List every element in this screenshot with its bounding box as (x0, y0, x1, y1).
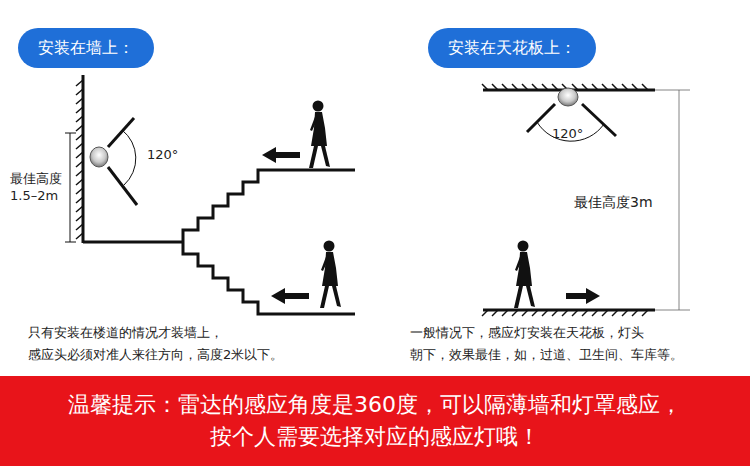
text-line: 朝下，效果最佳，如，过道、卫生间、车库等。 (410, 344, 683, 366)
text-line: 最佳高度 (10, 170, 62, 187)
text-line: 只有安装在楼道的情况才装墙上， (28, 322, 283, 344)
text-line: 感应头必须对准人来往方向，高度2米以下。 (28, 344, 283, 366)
caption: 一般情况下，感应灯安装在天花板，灯头 朝下，效果最佳，如，过道、卫生间、车库等。 (410, 322, 683, 366)
height-label: 最佳高度 1.5–2m (10, 170, 62, 204)
tip-band: 温馨提示：雷达的感应角度是360度，可以隔薄墙和灯罩感应， 按个人需要选择对应的… (0, 376, 750, 466)
header-text: 安装在天花板上： (448, 38, 576, 58)
tip-text: 温馨提示：雷达的感应角度是360度，可以隔薄墙和灯罩感应， 按个人需要选择对应的… (68, 389, 682, 453)
text-line: 按个人需要选择对应的感应灯哦！ (68, 421, 682, 453)
text-line: 1.5–2m (10, 187, 62, 204)
angle-label: 120° (552, 126, 583, 142)
caption: 只有安装在楼道的情况才装墙上， 感应头必须对准人来往方向，高度2米以下。 (28, 322, 283, 366)
header-pill: 安装在墙上： (18, 28, 154, 68)
height-label: 最佳高度3m (574, 193, 653, 211)
angle-label: 120° (147, 147, 178, 163)
text-line: 一般情况下，感应灯安装在天花板，灯头 (410, 322, 683, 344)
text-line: 温馨提示：雷达的感应角度是360度，可以隔薄墙和灯罩感应， (68, 389, 682, 421)
header-text: 安装在墙上： (38, 38, 134, 58)
header-pill: 安装在天花板上： (428, 28, 596, 68)
